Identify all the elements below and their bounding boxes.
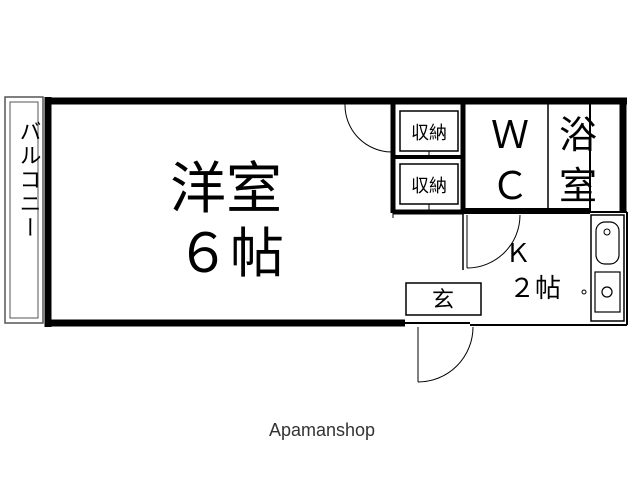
kitchen-name: Ｋ — [505, 239, 531, 269]
western-room-name: 洋室 — [170, 157, 282, 222]
western-room-size: ６帖 — [176, 222, 284, 285]
door-swings — [344, 103, 521, 383]
wc-label-w: Ｗ — [491, 113, 529, 157]
watermark-text: Apamanshop — [269, 420, 375, 440]
entrance-label: 玄 — [432, 288, 454, 313]
storage-label-upper: 収納 — [411, 123, 447, 144]
interior-partitions — [392, 213, 464, 270]
bath-label-bottom: 室 — [559, 164, 597, 208]
entrance-step — [405, 282, 482, 316]
kitchen-size: ２帖 — [509, 274, 561, 304]
kitchen-fixtures — [581, 214, 625, 322]
balcony-label: バルコニー — [16, 120, 41, 240]
wc-bath-block — [463, 101, 591, 214]
bath-label-top: 浴 — [559, 113, 597, 157]
wc-label-c: Ｃ — [491, 164, 529, 208]
storage-label-lower: 収納 — [411, 176, 447, 197]
balcony — [4, 96, 44, 324]
exterior-walls — [44, 97, 628, 327]
storage-closets — [390, 101, 466, 215]
